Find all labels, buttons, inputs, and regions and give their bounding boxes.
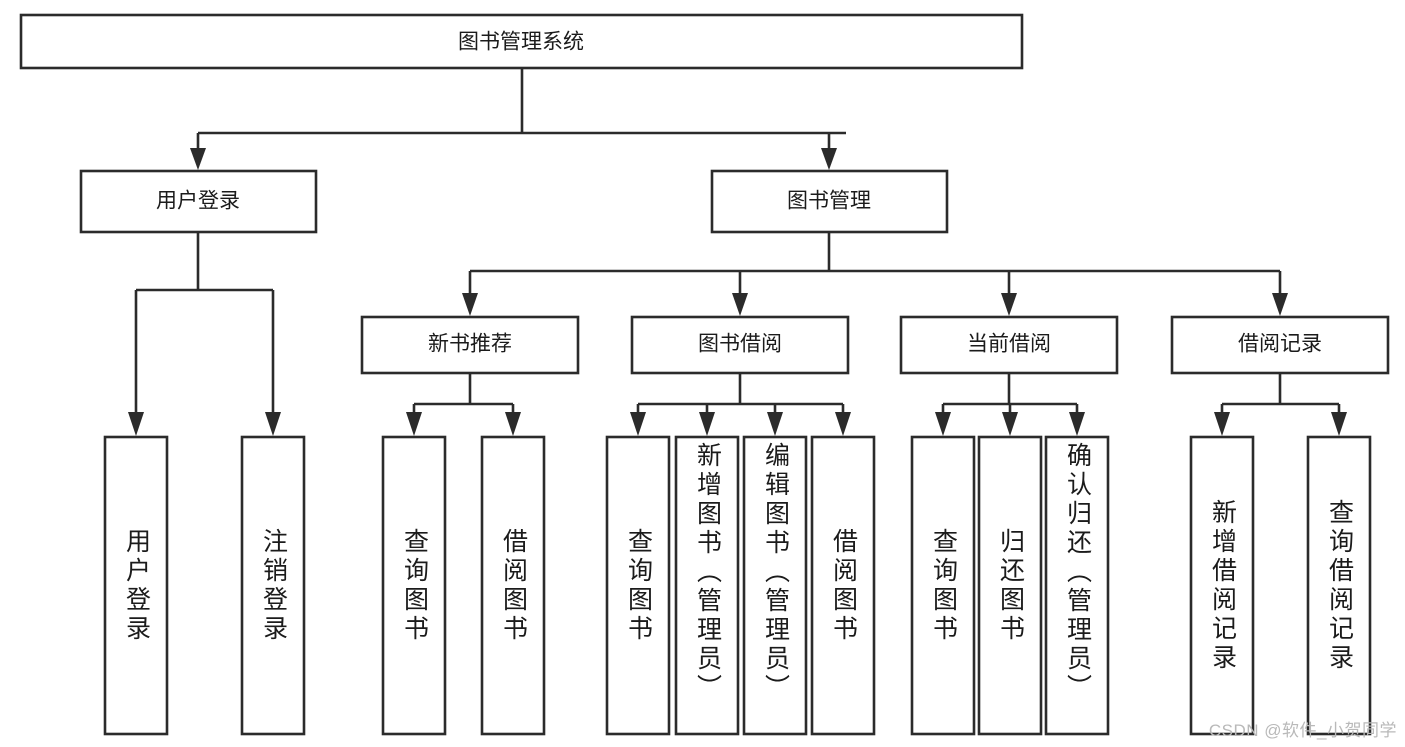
node-borrow-records[interactable]: 借阅记录 bbox=[1170, 315, 1390, 375]
leaf-node-records-query[interactable] bbox=[1306, 435, 1372, 736]
arrow-head-icon bbox=[1272, 293, 1288, 316]
arrow-head-icon bbox=[1002, 412, 1018, 436]
arrow-head-icon bbox=[767, 412, 783, 436]
connector-newbook-to-leaves bbox=[406, 373, 521, 436]
leaf-node-currentborrow-query[interactable] bbox=[910, 435, 976, 736]
leaf-node-bookborrow-query[interactable] bbox=[605, 435, 671, 736]
arrow-head-icon bbox=[821, 148, 837, 170]
leaf-node-newbook-borrow[interactable] bbox=[480, 435, 546, 736]
node-current-borrow[interactable]: 当前借阅 bbox=[899, 315, 1119, 375]
leaf-node-bookborrow-borrow[interactable] bbox=[810, 435, 876, 736]
arrow-head-icon bbox=[1331, 412, 1347, 436]
leaf-node-user-login-logout[interactable] bbox=[240, 435, 306, 736]
arrow-head-icon bbox=[732, 293, 748, 316]
arrow-head-icon bbox=[190, 148, 206, 170]
node-book-borrow[interactable]: 图书借阅 bbox=[630, 315, 850, 375]
arrow-head-icon bbox=[505, 412, 521, 436]
node-label-new-book-recommend: 新书推荐 bbox=[428, 333, 512, 356]
arrow-head-icon bbox=[835, 412, 851, 436]
arrow-head-icon bbox=[1001, 293, 1017, 316]
leaf-node-currentborrow-confirm[interactable] bbox=[1044, 435, 1110, 736]
connector-bookborrow-to-leaves bbox=[630, 373, 851, 436]
node-user-login[interactable]: 用户登录 bbox=[79, 169, 318, 234]
connector-root-to-level2 bbox=[190, 68, 846, 170]
connector-currentborrow-to-leaves bbox=[935, 373, 1085, 436]
arrow-head-icon bbox=[1214, 412, 1230, 436]
node-book-management[interactable]: 图书管理 bbox=[710, 169, 949, 234]
node-label-borrow-records: 借阅记录 bbox=[1238, 333, 1322, 356]
arrow-head-icon bbox=[1069, 412, 1085, 436]
node-new-book-recommend[interactable]: 新书推荐 bbox=[360, 315, 580, 375]
connector-bookmgmt-to-level3 bbox=[462, 232, 1288, 316]
leaf-node-newbook-query[interactable] bbox=[381, 435, 447, 736]
node-label-root: 图书管理系统 bbox=[458, 31, 584, 54]
arrow-head-icon bbox=[630, 412, 646, 436]
leaf-node-bookborrow-edit[interactable] bbox=[742, 435, 808, 736]
arrow-head-icon bbox=[462, 293, 478, 316]
node-label-book-management: 图书管理 bbox=[787, 190, 871, 213]
leaf-node-currentborrow-return[interactable] bbox=[977, 435, 1043, 736]
leaf-node-bookborrow-add[interactable] bbox=[674, 435, 740, 736]
arrow-head-icon bbox=[406, 412, 422, 436]
node-label-user-login: 用户登录 bbox=[156, 190, 240, 213]
leaf-node-user-login-login[interactable] bbox=[103, 435, 169, 736]
node-label-book-borrow: 图书借阅 bbox=[698, 333, 782, 356]
watermark-text: CSDN @软件_小贺同学 bbox=[1208, 721, 1397, 740]
arrow-head-icon bbox=[265, 412, 281, 436]
node-root-book-management-system[interactable]: 图书管理系统 bbox=[19, 13, 1024, 70]
arrow-head-icon bbox=[128, 412, 144, 436]
connector-userlogin-to-leaves bbox=[128, 232, 281, 436]
arrow-head-icon bbox=[935, 412, 951, 436]
leaf-node-records-add[interactable] bbox=[1189, 435, 1255, 736]
connector-borrowrecords-to-leaves bbox=[1214, 373, 1347, 436]
arrow-head-icon bbox=[699, 412, 715, 436]
node-label-current-borrow: 当前借阅 bbox=[967, 333, 1051, 356]
